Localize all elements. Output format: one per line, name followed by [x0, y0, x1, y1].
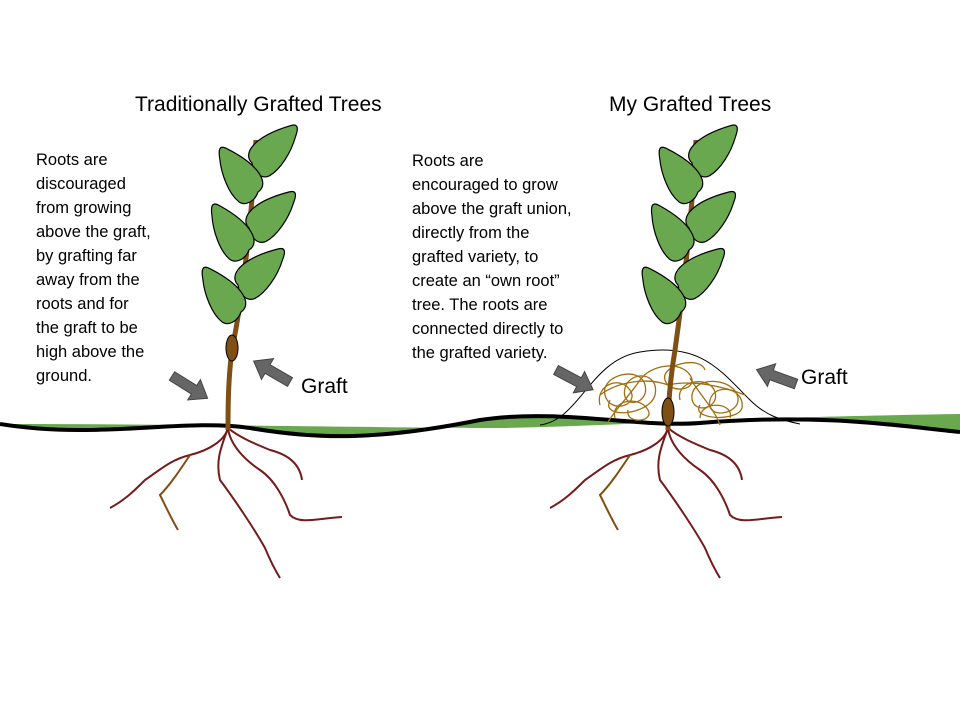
right-graft-union: [661, 397, 675, 427]
left-graft-union: [225, 334, 239, 362]
left-graft-label: Graft: [301, 375, 348, 398]
ground: [0, 414, 960, 439]
right-tree: [539, 122, 801, 579]
right-graft-label: Graft: [801, 366, 848, 389]
grass: [0, 414, 960, 437]
arrow-icon: [751, 357, 801, 396]
arrow-icon: [165, 365, 215, 409]
right-description: Roots are encouraged to grow above the g…: [412, 152, 572, 362]
left-description: Roots are discouraged from growing above…: [36, 151, 151, 385]
ground-line: [0, 414, 960, 439]
arrow-icon: [549, 358, 600, 401]
left-side-root: [158, 454, 191, 531]
left-title: Traditionally Grafted Trees: [135, 93, 382, 116]
left-leaves: [184, 122, 311, 329]
right-roots: [549, 427, 783, 579]
arrow-icon: [247, 350, 297, 393]
right-title: My Grafted Trees: [609, 93, 772, 116]
left-roots: [109, 427, 343, 579]
right-side-root: [598, 454, 631, 531]
right-leaves: [624, 122, 751, 329]
left-tree: [109, 122, 343, 579]
soil-mound: [539, 349, 801, 426]
